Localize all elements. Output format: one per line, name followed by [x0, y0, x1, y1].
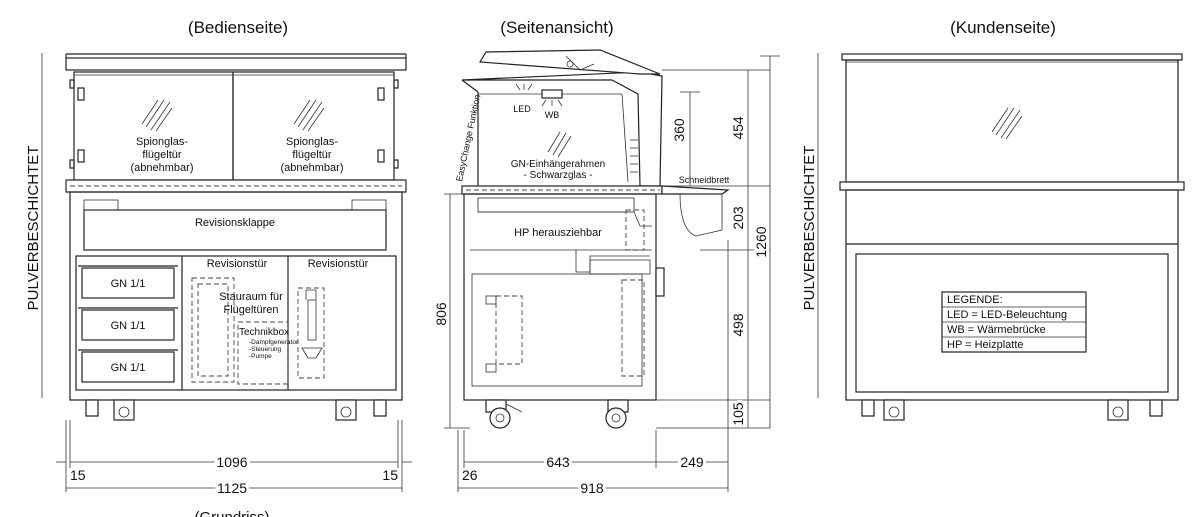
side-dim-mid: 203 [730, 206, 746, 230]
side-dim-total-height: 1260 [753, 226, 769, 257]
legend-row-wb: WB = Wärmebrücke [947, 324, 1046, 336]
op-revision-door-1: Revisionstür [207, 258, 268, 270]
title-operator-side: (Bedienseite) [188, 18, 288, 37]
title-bottom-cut: (Grundriss) [194, 509, 269, 517]
op-door-left-line1: Spionglas- [136, 136, 188, 148]
op-cabinet [75, 255, 397, 391]
cust-glass [845, 59, 1179, 183]
label-coating-right: PULVERBESCHICHTET [801, 146, 818, 311]
customer-view: LEGENDE: LED = LED-Beleuchtung WB = Wärm… [839, 53, 1185, 421]
side-dim-feet: 105 [730, 402, 746, 426]
title-side-view: (Seitenansicht) [500, 18, 613, 37]
side-dim-top: 454 [730, 116, 746, 140]
side-body [463, 193, 657, 401]
side-gn-frame-line2: - Schwarzglas - [524, 170, 593, 181]
op-dim-total-width: 1125 [217, 480, 247, 496]
op-dim-right-margin: 15 [382, 467, 398, 483]
op-storage-line2: Flügeltüren [223, 304, 278, 316]
side-hp-label: HP herausziehbar [514, 227, 602, 239]
op-body [69, 191, 403, 401]
op-gn-tray-2 [81, 309, 175, 341]
op-storage-line1: Stauraum für [219, 291, 283, 303]
side-dim-lower: 498 [730, 313, 746, 337]
cust-countertop [839, 181, 1185, 191]
op-top-rail [65, 57, 407, 71]
op-gn-tray-2-label: GN 1/1 [111, 320, 146, 332]
op-revision-flap [83, 209, 387, 251]
op-door-left-line3: (abnehmbar) [131, 162, 194, 174]
op-revision-door-2: Revisionstür [308, 258, 369, 270]
side-dim-board: 249 [680, 454, 704, 470]
side-dim-total-depth: 918 [580, 480, 604, 496]
label-coating-left: PULVERBESCHICHTET [25, 146, 42, 311]
op-technikbox-item-2: -Steuerung [249, 346, 282, 353]
op-revision-flap-label: Revisionsklappe [195, 217, 275, 229]
side-dim-body-height: 806 [433, 302, 449, 326]
op-gn-tray-3 [81, 351, 175, 383]
operator-view: Spionglas- flügeltür (abnehmbar) Spiongl… [56, 53, 412, 499]
op-glass-hatch-right [293, 99, 325, 132]
op-technikbox-item-3: -Pumpe [249, 353, 272, 360]
side-gn-frame-line1: GN-Einhängerahmen [511, 159, 606, 170]
side-wb-label: WB [545, 110, 560, 120]
op-door-right-line2: flügeltür [292, 149, 331, 161]
side-dim-offset: 26 [462, 467, 478, 483]
op-door-right-line1: Spionglas- [286, 136, 338, 148]
legend-title: LEGENDE: [947, 294, 1003, 306]
op-technikbox-item-1: -Dampfgenerator [249, 339, 299, 346]
cust-body [845, 189, 1179, 401]
cust-glass-hatch [991, 107, 1023, 140]
op-dim-inner-width: 1096 [216, 454, 247, 470]
side-led-label: LED [513, 104, 531, 114]
legend-row-hp: HP = Heizplatte [947, 339, 1024, 351]
op-door-left-line2: flügeltür [142, 149, 181, 161]
side-view: LED WB EasyChange Funktion GN-Einhängera… [430, 49, 780, 499]
title-customer-side: (Kundenseite) [950, 18, 1056, 37]
op-dim-left-margin: 15 [70, 467, 86, 483]
side-glass-hatch [547, 131, 572, 158]
op-countertop [65, 179, 407, 193]
op-gn-tray-1-label: GN 1/1 [111, 278, 146, 290]
cust-panel [855, 253, 1169, 393]
legend-row-led: LED = LED-Beleuchtung [947, 309, 1067, 321]
side-dim-body-depth: 643 [546, 454, 570, 470]
legend: LEGENDE: LED = LED-Beleuchtung WB = Wärm… [941, 291, 1087, 353]
op-gn-tray-3-label: GN 1/1 [111, 362, 146, 374]
side-cutting-board: Schneidbrett [679, 175, 730, 185]
op-technikbox: Technikbox [239, 327, 289, 338]
op-gn-tray-1 [81, 267, 175, 299]
side-dim-glass: 360 [671, 118, 687, 142]
op-door-right-line3: (abnehmbar) [281, 162, 344, 174]
op-glass-hatch-left [141, 99, 173, 132]
